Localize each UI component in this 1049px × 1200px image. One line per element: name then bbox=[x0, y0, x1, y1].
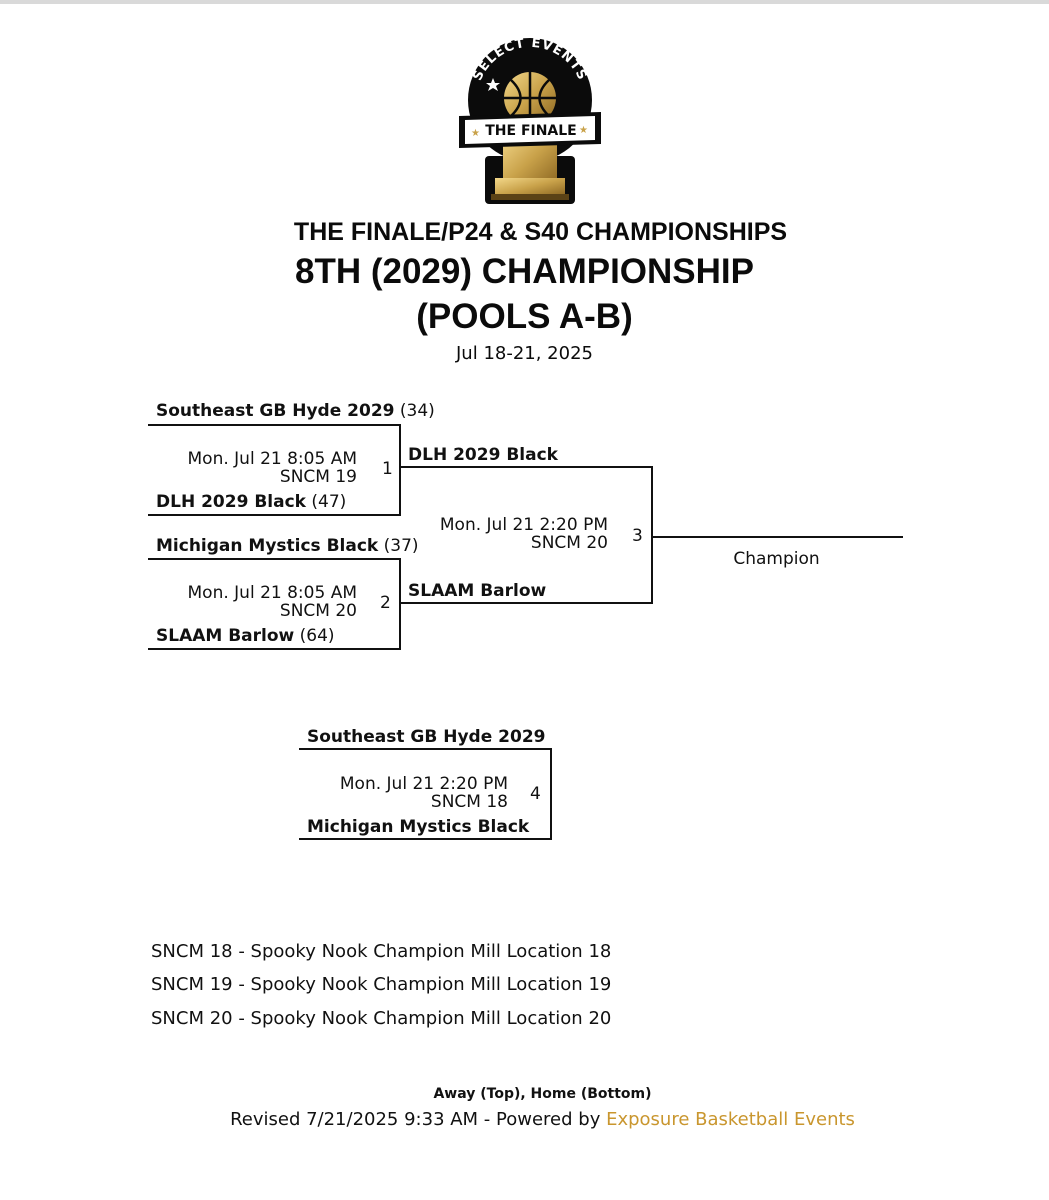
game4-location: SNCM 18 bbox=[430, 792, 508, 812]
game4-top-line bbox=[299, 748, 552, 750]
team-score: (64) bbox=[299, 626, 335, 646]
team-score: (34) bbox=[399, 401, 435, 421]
game1-home-team[interactable]: DLH 2029 Black (47) bbox=[156, 492, 346, 512]
game1-location: SNCM 19 bbox=[279, 467, 357, 487]
game2-info: Mon. Jul 21 8:05 AM SNCM 20 bbox=[150, 584, 357, 620]
game1-top-line bbox=[148, 424, 401, 426]
team-name: Southeast GB Hyde 2029 bbox=[307, 727, 546, 747]
game2-bottom-line bbox=[148, 648, 401, 650]
game4-bottom-line bbox=[299, 838, 552, 840]
team-score: (37) bbox=[383, 536, 419, 556]
location-item: SNCM 19 - Spooky Nook Champion Mill Loca… bbox=[151, 974, 612, 995]
game4-vertical-line bbox=[550, 748, 552, 840]
game2-location: SNCM 20 bbox=[279, 601, 357, 621]
game3-away-team[interactable]: DLH 2029 Black bbox=[408, 445, 558, 465]
game4-number: 4 bbox=[530, 784, 541, 804]
trophy-logo-icon: SELECT EVENTS ★ ★ THE FINALE bbox=[459, 36, 601, 204]
champion-line bbox=[653, 536, 903, 538]
game3-vertical-line bbox=[651, 466, 653, 604]
svg-text:★: ★ bbox=[471, 128, 480, 139]
team-score: (47) bbox=[311, 492, 347, 512]
team-name: Michigan Mystics Black bbox=[307, 817, 530, 837]
game3-info: Mon. Jul 21 2:20 PM SNCM 20 bbox=[400, 516, 608, 552]
team-name: SLAAM Barlow bbox=[408, 581, 547, 601]
revised-line: Revised 7/21/2025 9:33 AM - Powered by E… bbox=[0, 1109, 1049, 1130]
svg-text:★: ★ bbox=[579, 125, 588, 136]
game2-top-line bbox=[148, 558, 401, 560]
game3-number: 3 bbox=[632, 526, 643, 546]
top-border bbox=[0, 0, 1049, 4]
game4-time: Mon. Jul 21 2:20 PM bbox=[339, 774, 508, 794]
division-title-line1: 8TH (2029) CHAMPIONSHIP bbox=[295, 252, 754, 291]
game4-info: Mon. Jul 21 2:20 PM SNCM 18 bbox=[300, 775, 508, 811]
champion-label: Champion bbox=[733, 549, 820, 569]
event-dates: Jul 18-21, 2025 bbox=[456, 343, 593, 364]
select-events-logo: SELECT EVENTS ★ ★ THE FINALE bbox=[455, 36, 605, 208]
game3-bottom-line bbox=[401, 602, 653, 604]
location-item: SNCM 18 - Spooky Nook Champion Mill Loca… bbox=[151, 941, 612, 962]
team-name: SLAAM Barlow bbox=[156, 626, 295, 646]
event-title: THE FINALE/P24 & S40 CHAMPIONSHIPS bbox=[293, 218, 788, 246]
division-title-line2: (POOLS A-B) bbox=[416, 297, 633, 336]
game1-time: Mon. Jul 21 8:05 AM bbox=[187, 449, 357, 469]
game3-time: Mon. Jul 21 2:20 PM bbox=[439, 515, 608, 535]
game1-bottom-line bbox=[148, 514, 401, 516]
game2-vertical-line bbox=[399, 558, 401, 650]
exposure-link[interactable]: Exposure Basketball Events bbox=[606, 1109, 855, 1130]
game2-number: 2 bbox=[380, 593, 391, 613]
revised-text: Revised 7/21/2025 9:33 AM - Powered by bbox=[230, 1109, 607, 1130]
location-item: SNCM 20 - Spooky Nook Champion Mill Loca… bbox=[151, 1008, 612, 1029]
game2-away-team[interactable]: Michigan Mystics Black (37) bbox=[156, 536, 419, 556]
game4-home-team[interactable]: Michigan Mystics Black bbox=[307, 817, 529, 837]
game2-time: Mon. Jul 21 8:05 AM bbox=[187, 583, 357, 603]
home-away-legend: Away (Top), Home (Bottom) bbox=[433, 1086, 652, 1102]
logo-banner-text: THE FINALE bbox=[485, 123, 577, 139]
team-name: Michigan Mystics Black bbox=[156, 536, 379, 556]
game1-away-team[interactable]: Southeast GB Hyde 2029 (34) bbox=[156, 401, 435, 421]
game4-away-team[interactable]: Southeast GB Hyde 2029 bbox=[307, 727, 546, 747]
team-name: DLH 2029 Black bbox=[408, 445, 558, 465]
game3-location: SNCM 20 bbox=[530, 533, 608, 553]
game2-home-team[interactable]: SLAAM Barlow (64) bbox=[156, 626, 335, 646]
game1-vertical-line bbox=[399, 424, 401, 516]
game3-home-team[interactable]: SLAAM Barlow bbox=[408, 581, 546, 601]
game1-info: Mon. Jul 21 8:05 AM SNCM 19 bbox=[150, 450, 357, 486]
team-name: Southeast GB Hyde 2029 bbox=[156, 401, 395, 421]
team-name: DLH 2029 Black bbox=[156, 492, 306, 512]
game3-top-line bbox=[401, 466, 653, 468]
game1-number: 1 bbox=[382, 459, 393, 479]
